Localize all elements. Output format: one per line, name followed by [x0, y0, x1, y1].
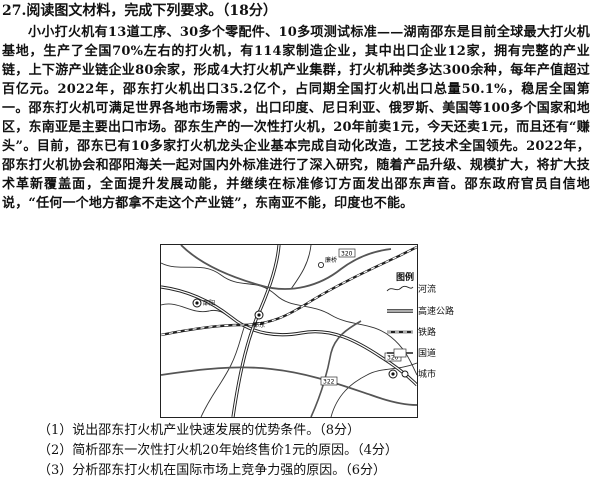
city-icon	[257, 313, 261, 317]
sub-question-1: （1）说出邵东打火机产业快速发展的优势条件。（8分）	[38, 423, 361, 438]
river-line	[200, 324, 246, 417]
reading-passage: 小小打火机有13道工序、30多个零配件、10多项测试标准——湖南邵东是目前全球最…	[2, 25, 590, 211]
road-label-320-top: 320	[341, 251, 353, 258]
map-legend: 图例 河流 高速公路 铁路 国道	[386, 270, 456, 390]
road-label-320-right: 320	[387, 355, 399, 362]
legend-item-city: 城市	[386, 367, 476, 381]
city-label-shaoyang: 邵阳	[203, 299, 215, 307]
map-drawing: 320 320 322 邵东 邵阳 廉桥	[161, 245, 417, 417]
city-icon	[388, 369, 409, 379]
town-icon	[317, 261, 324, 268]
sub-question-3: （3）分析邵东打火机在国际市场上竞争力强的原因。（6分）	[38, 463, 387, 478]
town-label-top: 廉桥	[325, 256, 337, 264]
sub-questions: （1）说出邵东打火机产业快速发展的优势条件。（8分） （2）简析邵东一次性打火机…	[38, 421, 578, 481]
legend-item-river: 河流	[386, 282, 476, 296]
legend-item-railway: 铁路	[386, 325, 476, 339]
national-road-line	[180, 245, 392, 290]
question-header: 27.阅读图文材料，完成下列要求。（18分）	[2, 3, 277, 19]
railway-icon	[387, 330, 413, 334]
river-line	[161, 262, 417, 376]
national-road-line	[161, 366, 417, 406]
expressway-icon	[387, 309, 413, 313]
river-icon	[386, 285, 414, 292]
regional-map: 320 320 322 邵东 邵阳 廉桥	[160, 244, 418, 418]
city-icon	[195, 301, 199, 305]
legend-title: 图例	[396, 273, 415, 283]
road-label-322: 322	[323, 379, 335, 386]
river-line	[161, 303, 246, 326]
national-road-line	[310, 320, 362, 417]
river-line	[330, 362, 417, 417]
legend-item-national-road: 国道	[386, 346, 476, 360]
expressway-line	[161, 286, 417, 386]
legend-item-expressway: 高速公路	[386, 304, 476, 318]
city-label-shaodong: 邵东	[253, 321, 265, 329]
river-line	[290, 245, 312, 290]
railway-line	[161, 246, 417, 336]
national-road-icon	[387, 348, 413, 358]
sub-question-2: （2）简析邵东一次性打火机20年始终售价1元的原因。（4分）	[38, 443, 398, 458]
